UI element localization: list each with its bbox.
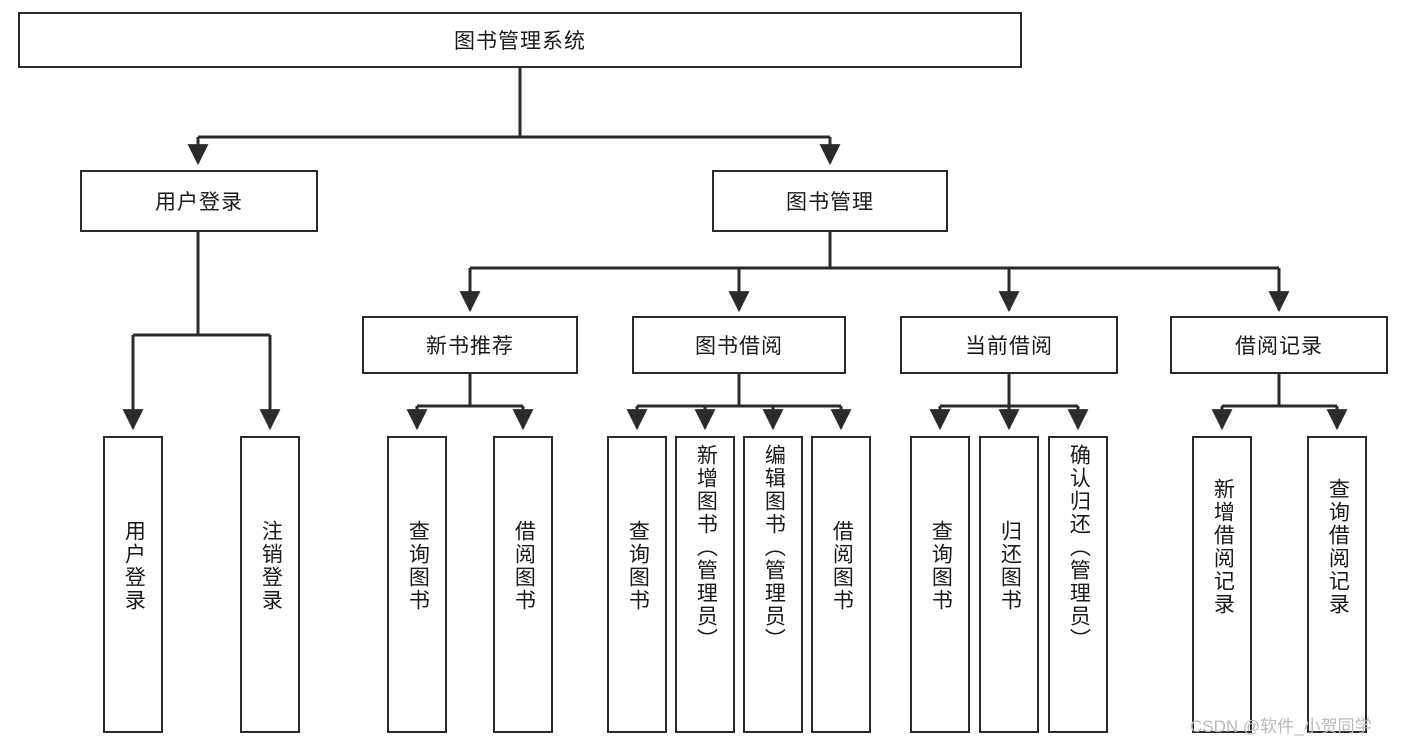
leaf-label: 借阅图书	[830, 520, 854, 612]
leaf-label: 查询图书	[929, 520, 953, 612]
node-label: 图书借阅	[695, 335, 783, 358]
leaf-label: 注销登录	[259, 520, 283, 612]
leaf-label: 查询借阅记录	[1326, 478, 1350, 616]
leaf-query-borrow-record[interactable]: 查询借阅记录	[1307, 436, 1367, 733]
leaf-query-book-recommend[interactable]: 查询图书	[387, 436, 447, 733]
node-user-login[interactable]: 用户登录	[80, 170, 318, 232]
node-label: 图书管理系统	[454, 30, 586, 53]
node-label: 当前借阅	[965, 335, 1053, 358]
leaf-borrow-book[interactable]: 借阅图书	[811, 436, 871, 733]
node-new-book-recommend[interactable]: 新书推荐	[362, 316, 578, 374]
node-current-borrow[interactable]: 当前借阅	[900, 316, 1118, 374]
node-label: 新书推荐	[426, 335, 514, 358]
leaf-query-book-current[interactable]: 查询图书	[910, 436, 970, 733]
leaf-label: 新增图书（管理员）	[694, 444, 718, 651]
node-borrow-record[interactable]: 借阅记录	[1170, 316, 1388, 374]
leaf-borrow-book-recommend[interactable]: 借阅图书	[493, 436, 553, 733]
leaf-query-book-borrow[interactable]: 查询图书	[607, 436, 667, 733]
leaf-edit-book-admin[interactable]: 编辑图书（管理员）	[743, 436, 803, 733]
leaf-label: 用户登录	[122, 520, 146, 612]
leaf-confirm-return-admin[interactable]: 确认归还（管理员）	[1048, 436, 1108, 733]
leaf-add-book-admin[interactable]: 新增图书（管理员）	[675, 436, 735, 733]
leaf-label: 编辑图书（管理员）	[762, 444, 786, 651]
leaf-label: 新增借阅记录	[1211, 478, 1235, 616]
node-label: 用户登录	[155, 191, 243, 214]
leaf-label: 确认归还（管理员）	[1067, 444, 1091, 651]
leaf-label: 归还图书	[998, 520, 1022, 612]
node-label: 借阅记录	[1235, 335, 1323, 358]
leaf-label: 查询图书	[626, 520, 650, 612]
leaf-add-borrow-record[interactable]: 新增借阅记录	[1192, 436, 1252, 733]
node-label: 图书管理	[786, 191, 874, 214]
node-root-system[interactable]: 图书管理系统	[18, 12, 1022, 68]
leaf-label: 查询图书	[406, 520, 430, 612]
leaf-label: 借阅图书	[512, 520, 536, 612]
leaf-return-book[interactable]: 归还图书	[979, 436, 1039, 733]
node-book-manage[interactable]: 图书管理	[712, 170, 948, 232]
leaf-user-login[interactable]: 用户登录	[103, 436, 163, 733]
leaf-logout[interactable]: 注销登录	[240, 436, 300, 733]
node-book-borrow[interactable]: 图书借阅	[632, 316, 846, 374]
